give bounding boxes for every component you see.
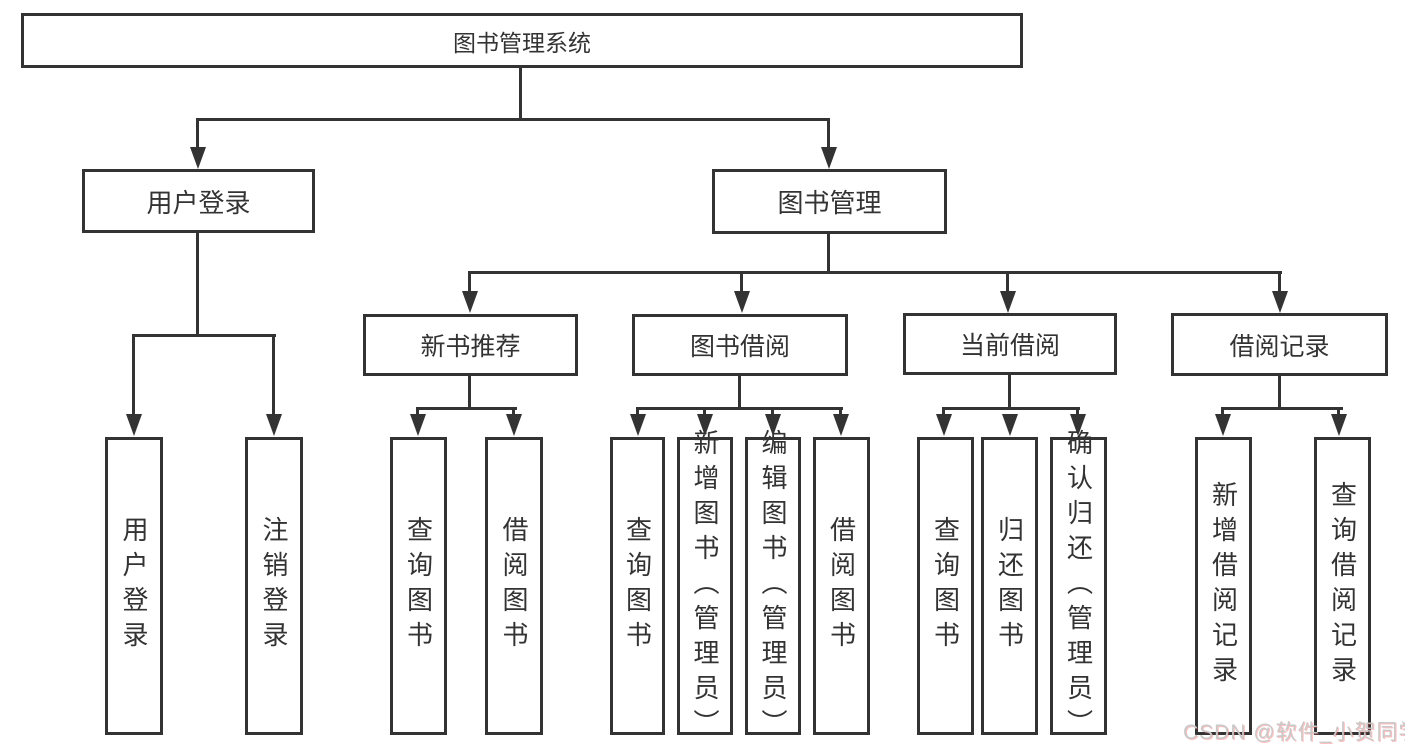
node-label: 查询借阅记录	[1327, 481, 1358, 691]
leaf-query-borrow-record: 查询借阅记录	[1314, 437, 1371, 735]
connector-line	[132, 334, 276, 337]
connector-line	[1337, 407, 1340, 416]
connector-line	[416, 407, 517, 410]
arrowhead-down-icon	[1272, 291, 1288, 313]
leaf-confirm-return-admin: 确认归还（管理员）	[1050, 429, 1107, 744]
connector-line	[703, 407, 706, 416]
connector-line	[942, 407, 945, 416]
arrowhead-down-icon	[190, 147, 206, 169]
leaf-user-login: 用户登录	[105, 437, 163, 735]
connector-line	[942, 407, 1080, 410]
arrowhead-down-icon	[126, 414, 142, 436]
node-book-management: 图书管理	[712, 169, 947, 234]
connector-line	[1221, 407, 1224, 416]
node-label: 当前借阅	[959, 332, 1060, 360]
connector-line	[1221, 407, 1343, 410]
node-label: 用户登录	[119, 516, 149, 656]
connector-line	[468, 271, 1282, 274]
connector-line	[1278, 271, 1281, 293]
arrowhead-down-icon	[821, 147, 837, 169]
connector-line	[416, 407, 419, 416]
node-label: 新增借阅记录	[1208, 481, 1239, 691]
arrowhead-down-icon	[1002, 414, 1018, 436]
connector-line	[272, 334, 275, 416]
connector-line	[196, 118, 830, 121]
connector-line	[827, 118, 830, 148]
leaf-query-books-current: 查询图书	[917, 437, 974, 735]
arrowhead-down-icon	[630, 414, 646, 436]
node-label: 用户登录	[146, 187, 251, 218]
leaf-logout: 注销登录	[245, 437, 303, 735]
node-label: 归还图书	[994, 516, 1025, 656]
connector-line	[1278, 376, 1281, 410]
arrowhead-down-icon	[506, 414, 522, 436]
connector-line	[468, 271, 471, 293]
node-label: 借阅记录	[1229, 332, 1330, 361]
leaf-add-book-admin: 新增图书（管理员）	[677, 429, 733, 744]
connector-line	[740, 271, 743, 293]
arrowhead-down-icon	[765, 414, 781, 436]
arrowhead-down-icon	[833, 414, 849, 436]
connector-line	[196, 233, 199, 337]
node-library-management-system: 图书管理系统	[21, 13, 1023, 68]
connector-line	[519, 68, 522, 121]
connector-line	[132, 334, 135, 416]
connector-line	[771, 407, 774, 416]
connector-line	[1008, 374, 1011, 410]
node-label: 新书推荐	[420, 333, 521, 361]
node-label: 新增图书（管理员）	[690, 428, 720, 744]
node-label: 图书管理系统	[453, 29, 591, 56]
node-label: 确认归还（管理员）	[1063, 428, 1094, 744]
arrowhead-down-icon	[936, 414, 952, 436]
connector-line	[636, 407, 843, 410]
arrowhead-down-icon	[1215, 414, 1231, 436]
leaf-query-books-borrow: 查询图书	[610, 437, 665, 735]
arrowhead-down-icon	[1331, 414, 1347, 436]
node-label: 借阅图书	[826, 516, 857, 656]
leaf-borrow-books-recommend: 借阅图书	[485, 437, 543, 735]
connector-line	[1076, 407, 1079, 416]
node-label: 编辑图书（管理员）	[758, 428, 788, 744]
node-label: 图书借阅	[689, 333, 790, 361]
node-book-borrowing: 图书借阅	[632, 314, 848, 376]
arrowhead-down-icon	[462, 291, 478, 313]
connector-line	[636, 407, 639, 416]
arrowhead-down-icon	[734, 291, 750, 313]
node-label: 查询图书	[403, 516, 434, 656]
leaf-borrow-books: 借阅图书	[813, 437, 870, 735]
node-label: 注销登录	[259, 516, 289, 656]
node-current-borrowing: 当前借阅	[903, 313, 1117, 375]
connector-line	[738, 376, 741, 410]
leaf-query-books-recommend: 查询图书	[390, 437, 447, 735]
node-new-book-recommendation: 新书推荐	[363, 314, 578, 376]
connector-line	[827, 234, 830, 274]
node-label: 查询图书	[622, 516, 653, 656]
leaf-add-borrow-record: 新增借阅记录	[1195, 437, 1252, 735]
node-borrowing-records: 借阅记录	[1171, 313, 1388, 376]
node-label: 查询图书	[930, 516, 961, 656]
connector-line	[1006, 271, 1009, 293]
arrowhead-down-icon	[266, 414, 282, 436]
node-user-login: 用户登录	[82, 169, 315, 233]
connector-line	[196, 118, 199, 148]
arrowhead-down-icon	[1000, 291, 1016, 313]
connector-line	[512, 407, 515, 416]
arrowhead-down-icon	[1070, 414, 1086, 436]
connector-line	[468, 376, 471, 410]
node-label: 图书管理	[777, 188, 882, 218]
arrowhead-down-icon	[697, 414, 713, 436]
watermark: CSDN @软件_小贺同学	[1183, 721, 1405, 744]
node-label: 借阅图书	[499, 516, 529, 656]
connector-line	[839, 407, 842, 416]
leaf-return-book: 归还图书	[981, 437, 1038, 735]
arrowhead-down-icon	[410, 414, 426, 436]
leaf-edit-book-admin: 编辑图书（管理员）	[745, 429, 801, 744]
